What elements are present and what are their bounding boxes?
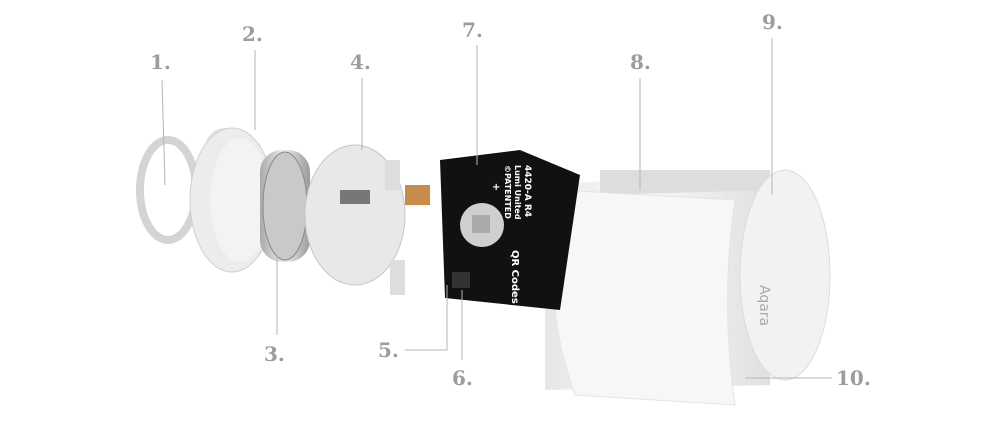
label-3: 3.: [264, 342, 285, 366]
pcb-qr-text: QR Codes: [509, 250, 520, 304]
label-9: 9.: [762, 10, 783, 34]
label-6: 6.: [452, 366, 473, 390]
leader-lines: [161, 38, 832, 379]
pcb-plus-text: +: [492, 182, 500, 193]
part-1-gasket-ring: [136, 136, 200, 244]
part-9-front-cover: Aqara: [739, 169, 831, 381]
part-8-housing: [545, 170, 770, 406]
brand-logo: Aqara: [756, 285, 772, 326]
part-7-circuit-board: 4420-A R4 Lumi United ©PATENTED QR Codes…: [440, 150, 580, 310]
part-3-battery: [260, 150, 310, 262]
label-5: 5.: [378, 338, 399, 362]
pcb-model-text: 4420-A R4: [522, 165, 532, 217]
pcb-maker-text: Lumi United: [513, 165, 522, 220]
label-4: 4.: [350, 50, 371, 74]
label-7: 7.: [462, 18, 483, 42]
label-8: 8.: [630, 50, 651, 74]
label-10: 10.: [836, 366, 871, 390]
part-6-chip: [452, 272, 470, 288]
part-4-battery-holder: [304, 144, 430, 295]
label-1: 1.: [150, 50, 171, 74]
pcb-patent-text: ©PATENTED: [503, 165, 512, 219]
label-2: 2.: [242, 22, 263, 46]
